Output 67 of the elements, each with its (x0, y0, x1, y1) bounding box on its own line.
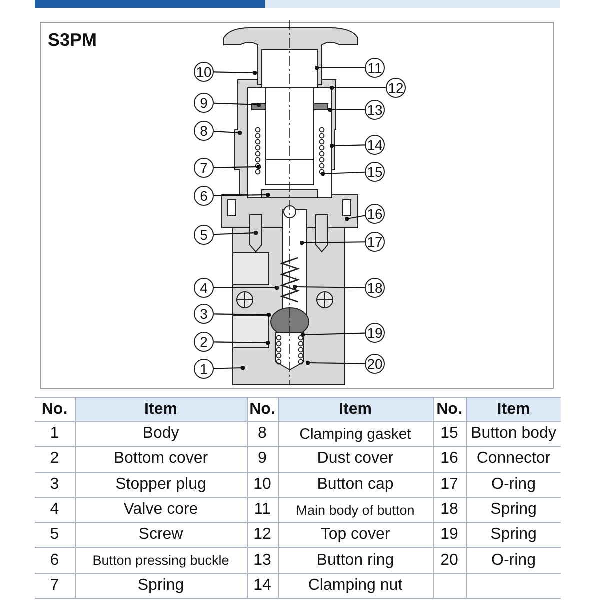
part-name: Stopper plug (116, 476, 206, 493)
part-number: 17 (440, 476, 458, 493)
column-header: Item (144, 400, 178, 418)
part-number: 14 (254, 576, 272, 594)
part-number: 15 (440, 425, 458, 442)
column-header: No. (42, 400, 68, 418)
part-number: 20 (440, 552, 458, 569)
leader-line (306, 360, 365, 366)
leader-line (214, 340, 270, 346)
leader-line (214, 70, 258, 76)
part-name: Spring (490, 501, 537, 518)
leader-line (292, 284, 365, 290)
column-header: No. (436, 400, 462, 418)
part-number: 6 (50, 552, 60, 569)
leader-line (214, 312, 272, 318)
part-name: Valve core (124, 501, 198, 518)
leader-line (214, 102, 262, 108)
part-name: Dust cover (317, 450, 394, 468)
leader-line (330, 86, 386, 90)
part-number: 1 (50, 425, 60, 442)
part-number: 8 (258, 425, 267, 442)
part-number: 13 (254, 552, 272, 569)
part-number: 10 (254, 476, 272, 493)
leader-line (320, 172, 366, 176)
column-header: No. (250, 400, 276, 418)
model-title: S3PM (48, 30, 98, 51)
leader-line (328, 108, 365, 112)
column-header: Item (497, 400, 530, 418)
part-number: 9 (258, 450, 267, 468)
part-number: 3 (50, 476, 60, 493)
part-number: 12 (254, 526, 272, 544)
part-number: 18 (440, 501, 458, 518)
part-name: Spring (490, 526, 537, 544)
leader-line (214, 164, 262, 170)
part-name: Main body of button (296, 502, 415, 518)
part-name: Bottom cover (114, 450, 208, 468)
leader-line (214, 130, 242, 136)
part-name: O-ring (492, 552, 536, 569)
part-name: Clamping gasket (300, 426, 412, 443)
part-number: 2 (50, 450, 60, 468)
leader-line (214, 366, 246, 370)
leader-line (214, 192, 270, 198)
part-name: Screw (138, 526, 184, 544)
part-name: Button cap (317, 476, 394, 493)
part-number: 19 (440, 526, 458, 544)
leader-line (214, 286, 280, 290)
leader-line (214, 230, 258, 236)
part-name: Top cover (320, 526, 390, 544)
leader-line (300, 240, 365, 246)
part-name: Button pressing buckle (92, 553, 230, 568)
part-name: Spring (138, 576, 184, 594)
part-number: 7 (50, 576, 60, 594)
part-name: Button body (471, 425, 556, 442)
part-name: Body (142, 425, 180, 442)
part-number: 4 (50, 501, 60, 518)
part-name: Connector (476, 450, 551, 468)
part-number: 5 (50, 526, 60, 544)
part-number: 11 (254, 501, 271, 518)
leader-line (344, 215, 366, 222)
part-name: O-ring (492, 476, 536, 493)
part-name: Clamping nut (308, 576, 403, 594)
part-number: 16 (440, 450, 458, 468)
leader-line (300, 332, 366, 338)
leader-line (330, 144, 366, 148)
column-header: Item (339, 400, 372, 418)
part-name: Button ring (316, 552, 394, 569)
leader-line (314, 66, 365, 70)
